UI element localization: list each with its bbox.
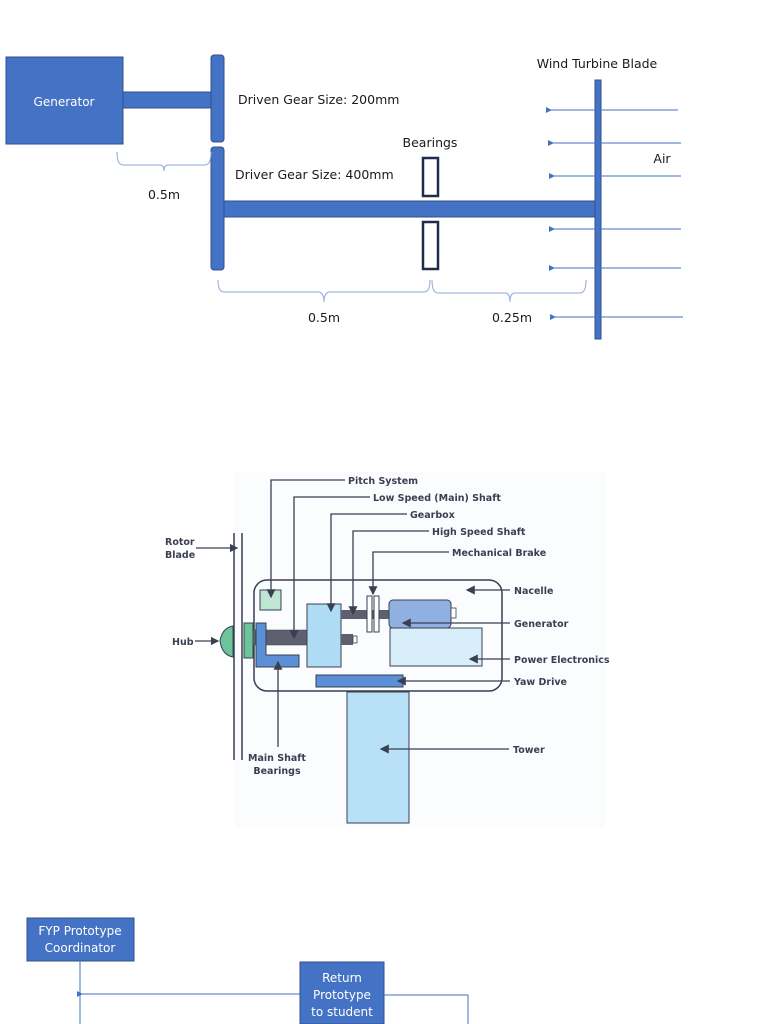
dim-bearings-blade: 0.25m	[492, 310, 532, 325]
dimension-brace	[217, 279, 431, 303]
mechanical-brake-label: Mechanical Brake	[452, 548, 546, 559]
dimension-brace	[431, 279, 587, 303]
coordinator-label: FYP Prototype	[38, 924, 121, 938]
driver-gear-label: Driver Gear Size: 400mm	[235, 167, 394, 182]
generator-shaft	[122, 91, 213, 109]
bearings-label: Bearings	[403, 135, 458, 150]
hub-label: Hub	[172, 637, 194, 648]
flowchart: FYP Prototype Coordinator Return Prototy…	[26, 917, 469, 1024]
gearbox-stub	[341, 634, 353, 645]
hub-shape	[219, 625, 234, 658]
main-shaft-bearings-label: Main Shaft	[248, 753, 306, 764]
turbine-blade	[594, 79, 602, 340]
dim-gear-bearings: 0.5m	[308, 310, 340, 325]
air-label: Air	[653, 151, 671, 166]
pitch-system-pointer	[266, 479, 345, 599]
generator-cap	[450, 607, 457, 619]
rotor-blade-label: Rotor	[165, 537, 195, 548]
high-speed-shaft-label: High Speed Shaft	[432, 527, 526, 538]
nacelle-label: Nacelle	[514, 586, 553, 597]
driver-gear	[210, 146, 225, 271]
power-electronics-label: Power Electronics	[514, 655, 610, 666]
return-prototype-label: to student	[311, 1005, 373, 1019]
main-shaft-bearings-label: Bearings	[253, 766, 301, 777]
yaw-drive-label: Yaw Drive	[513, 677, 567, 688]
mechanical-brake	[373, 595, 380, 633]
bearing-bottom	[421, 220, 440, 271]
flow-line	[384, 994, 469, 1024]
nacelle-diagram: Rotor Blade Hub Pit	[165, 472, 610, 828]
gearbox-pointer	[326, 513, 407, 613]
gearbox-box	[306, 603, 342, 668]
main-shaft	[223, 200, 596, 218]
coordinator-label: Coordinator	[45, 941, 116, 955]
gearbox-label: Gearbox	[410, 510, 455, 521]
tower-label: Tower	[513, 745, 545, 756]
dimension-brace	[116, 151, 212, 172]
rotor-blade-label: Blade	[165, 550, 195, 561]
power-electronics-box	[389, 627, 483, 667]
return-prototype-box	[299, 961, 385, 1024]
yaw-drive-box	[315, 674, 404, 688]
coordinator-box	[26, 917, 135, 962]
nacelle-generator-label: Generator	[514, 619, 569, 630]
generator-label: Generator	[34, 95, 95, 109]
main-shaft-bearing	[255, 622, 300, 668]
bearing-top	[421, 156, 440, 198]
driven-gear	[210, 54, 225, 143]
mechanical-brake	[366, 595, 373, 633]
gearbox-stub-cap	[352, 635, 358, 644]
tower-box	[346, 691, 410, 824]
hub-flange	[243, 622, 254, 659]
generator-box	[5, 56, 124, 145]
nacelle-generator	[388, 599, 452, 629]
pitch-system-label: Pitch System	[348, 476, 418, 487]
return-prototype-label: Prototype	[313, 988, 371, 1002]
return-prototype-label: Return	[322, 971, 362, 985]
air-arrows	[546, 107, 683, 320]
blade-label: Wind Turbine Blade	[537, 56, 658, 71]
high-speed-shaft	[341, 610, 391, 619]
driven-gear-label: Driven Gear Size: 200mm	[238, 92, 399, 107]
gear-train-diagram: Generator Driven Gear Size: 200mm Driver…	[5, 54, 683, 340]
low-speed-shaft-pointer	[289, 496, 370, 640]
high-speed-shaft-pointer	[348, 530, 429, 616]
low-speed-shaft-label: Low Speed (Main) Shaft	[373, 493, 501, 504]
dim-generator-gear: 0.5m	[148, 187, 180, 202]
mechanical-brake-pointer	[368, 551, 449, 596]
